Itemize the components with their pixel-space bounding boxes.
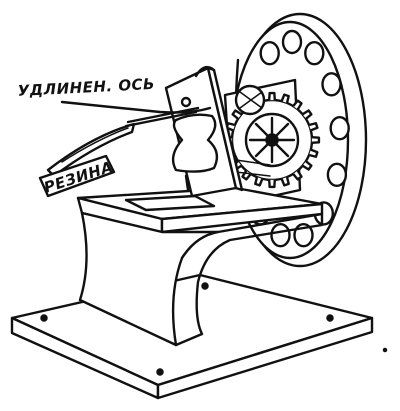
disk-hole — [259, 41, 280, 66]
extended-axis-label: УДЛИНЕН. ОСЬ — [17, 75, 155, 100]
gear-assembly — [223, 78, 321, 207]
gear-tooth — [311, 136, 321, 144]
gear-tooth — [268, 179, 276, 189]
gear-tooth — [280, 176, 290, 187]
gear-tooth — [231, 109, 243, 120]
gear-tooth — [308, 148, 319, 158]
disk-hole — [270, 222, 291, 248]
disk-hole — [321, 72, 342, 97]
stray-dot — [382, 347, 388, 353]
disk-hole — [326, 162, 348, 188]
bracket-plate — [164, 65, 244, 198]
gear-tooth — [301, 160, 313, 171]
base-plate — [10, 273, 374, 400]
disk-hole — [281, 29, 303, 55]
gear-tooth — [254, 176, 264, 187]
gear-tooth — [308, 122, 319, 132]
extended-axis — [46, 106, 200, 178]
gear-tooth — [292, 169, 303, 181]
rubber-label: РЕЗИНА — [42, 158, 116, 197]
gear-tooth — [268, 91, 276, 101]
gear-tooth — [292, 99, 303, 111]
disk-hole — [329, 115, 350, 141]
gear-tooth — [280, 93, 290, 104]
rubber-label-group: РЕЗИНА — [38, 154, 116, 198]
disk-hole — [304, 41, 325, 66]
gear-tooth — [301, 109, 313, 120]
pedestal — [76, 186, 324, 347]
